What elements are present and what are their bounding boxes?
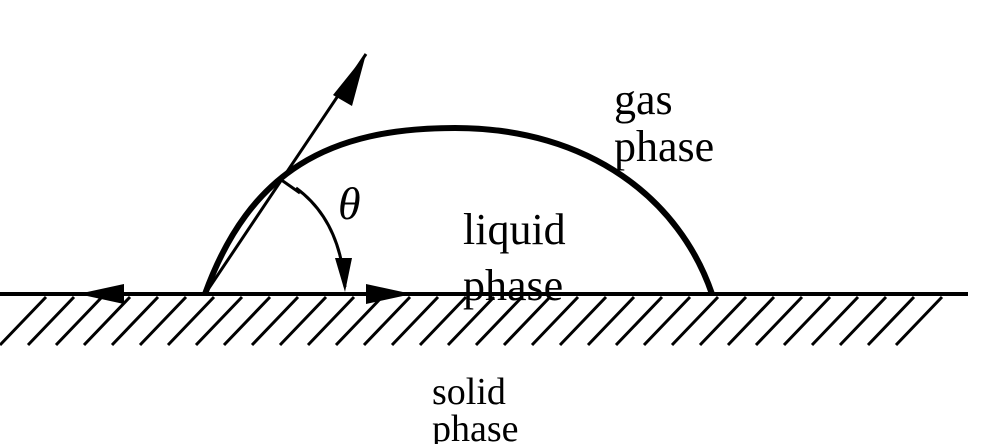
hatch-mark: [502, 295, 552, 347]
solid-label-line-2: phase: [432, 408, 519, 444]
liquid-label-line-2: phase: [463, 261, 564, 310]
hatch-mark: [390, 295, 440, 347]
solid-label-line-1: solid: [432, 371, 506, 413]
liquid-label-line-1: liquid: [463, 205, 566, 254]
hatch-mark: [726, 295, 776, 347]
hatch-mark: [26, 295, 76, 347]
solid-phase-label: solid phase: [432, 371, 519, 444]
hatch-mark: [782, 295, 832, 347]
hatch-mark: [362, 295, 412, 347]
hatch-mark: [754, 295, 804, 347]
hatch-mark: [138, 295, 188, 347]
gas-label-line-1: gas: [614, 75, 673, 124]
hatch-mark: [166, 295, 216, 347]
contact-angle-arrowhead: [335, 258, 352, 292]
hatch-mark: [82, 295, 132, 347]
hatch-mark: [474, 295, 524, 347]
tangent-tick: [279, 177, 301, 195]
liquid-phase-label: liquid phase: [463, 202, 566, 314]
solid-hatching: [0, 295, 944, 347]
hatch-mark: [306, 295, 356, 347]
hatch-mark: [838, 295, 888, 347]
hatch-mark: [866, 295, 916, 347]
hatch-mark: [250, 295, 300, 347]
hatch-mark: [530, 295, 580, 347]
hatch-mark: [894, 295, 944, 347]
hatch-mark: [670, 295, 720, 347]
gas-label-line-2: phase: [614, 122, 715, 171]
right-surface-arrowhead: [366, 284, 412, 304]
hatch-mark: [586, 295, 636, 347]
hatch-mark: [698, 295, 748, 347]
tangent-arrowhead: [333, 54, 366, 106]
hatch-mark: [446, 295, 496, 347]
gas-phase-label: gas phase: [614, 76, 714, 170]
left-surface-arrowhead: [78, 284, 124, 304]
hatch-mark: [334, 295, 384, 347]
hatch-mark: [194, 295, 244, 347]
hatch-mark: [0, 295, 48, 347]
hatch-mark: [614, 295, 664, 347]
hatch-mark: [222, 295, 272, 347]
hatch-mark: [558, 295, 608, 347]
hatch-mark: [418, 295, 468, 347]
hatch-mark: [642, 295, 692, 347]
hatch-mark: [54, 295, 104, 347]
hatch-mark: [278, 295, 328, 347]
hatch-mark: [810, 295, 860, 347]
contact-angle-symbol: θ: [338, 178, 361, 229]
hatch-mark: [110, 295, 160, 347]
droplet-outline: [202, 124, 715, 296]
